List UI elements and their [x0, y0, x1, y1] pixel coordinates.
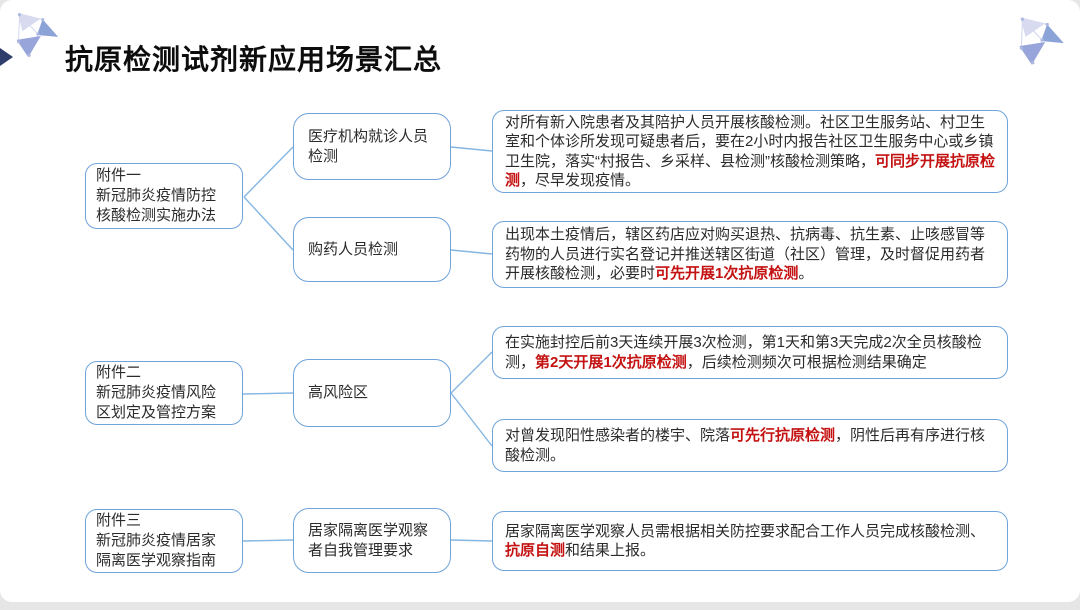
detail-box-3: 在实施封控后前3天连续开展3次检测，第1天和第3天完成2次全员核酸检测，第2天开…: [492, 326, 1008, 379]
scenario-box-home-quarantine: 居家隔离医学观察 者自我管理要求: [293, 508, 451, 573]
detail-text: 在实施封控后前3天连续开展3次检测，第1天和第3天完成2次全员核酸检测，第2天开…: [505, 334, 982, 371]
scenario-box-medical-institution: 医疗机构就诊人员 检测: [293, 113, 451, 180]
detail-box-5: 居家隔离医学观察人员需根据相关防控要求配合工作人员完成核酸检测、抗原自测和结果上…: [492, 511, 1008, 571]
connector: [243, 196, 294, 251]
connector: [450, 146, 493, 152]
detail-text: 出现本土疫情后，辖区药店应对购买退热、抗病毒、抗生素、止咳感冒等药物的人员进行实…: [505, 226, 986, 283]
connector: [450, 392, 493, 447]
detail-box-2: 出现本土疫情后，辖区药店应对购买退热、抗病毒、抗生素、止咳感冒等药物的人员进行实…: [492, 221, 1008, 288]
scenario-box-medicine-buyers: 购药人员检测: [293, 217, 451, 282]
detail-text: 居家隔离医学观察人员需根据相关防控要求配合工作人员完成核酸检测、抗原自测和结果上…: [505, 522, 986, 560]
scenario-box-high-risk-area: 高风险区: [293, 359, 451, 427]
connector: [450, 351, 493, 394]
detail-text: 对曾发现阳性感染者的楼宇、院落可先行抗原检测，阴性后再有序进行核酸检测。: [505, 427, 986, 464]
connector: [242, 539, 294, 542]
detail-text: 对所有新入院患者及其陪护人员开展核酸检测。社区卫生服务站、村卫生室和个体诊所发现…: [505, 113, 996, 190]
connector: [243, 146, 294, 198]
connector: [450, 539, 493, 542]
connector: [242, 392, 294, 395]
triangles-logo-top-right: [1019, 17, 1064, 65]
attachment-box-1: 附件一 新冠肺炎疫情防控 核酸检测实施办法: [85, 163, 243, 229]
page-title: 抗原检测试剂新应用场景汇总: [65, 44, 443, 75]
edge-triangle-icon: [0, 48, 13, 66]
connector: [450, 249, 493, 255]
attachment-box-3: 附件三 新冠肺炎疫情居家 隔离医学观察指南: [85, 509, 243, 573]
detail-box-1: 对所有新入院患者及其陪护人员开展核酸检测。社区卫生服务站、村卫生室和个体诊所发现…: [492, 110, 1008, 193]
detail-box-4: 对曾发现阳性感染者的楼宇、院落可先行抗原检测，阴性后再有序进行核酸检测。: [492, 419, 1008, 472]
attachment-box-2: 附件二 新冠肺炎疫情风险 区划定及管控方案: [85, 361, 243, 425]
triangles-logo-top-left: [16, 12, 59, 58]
